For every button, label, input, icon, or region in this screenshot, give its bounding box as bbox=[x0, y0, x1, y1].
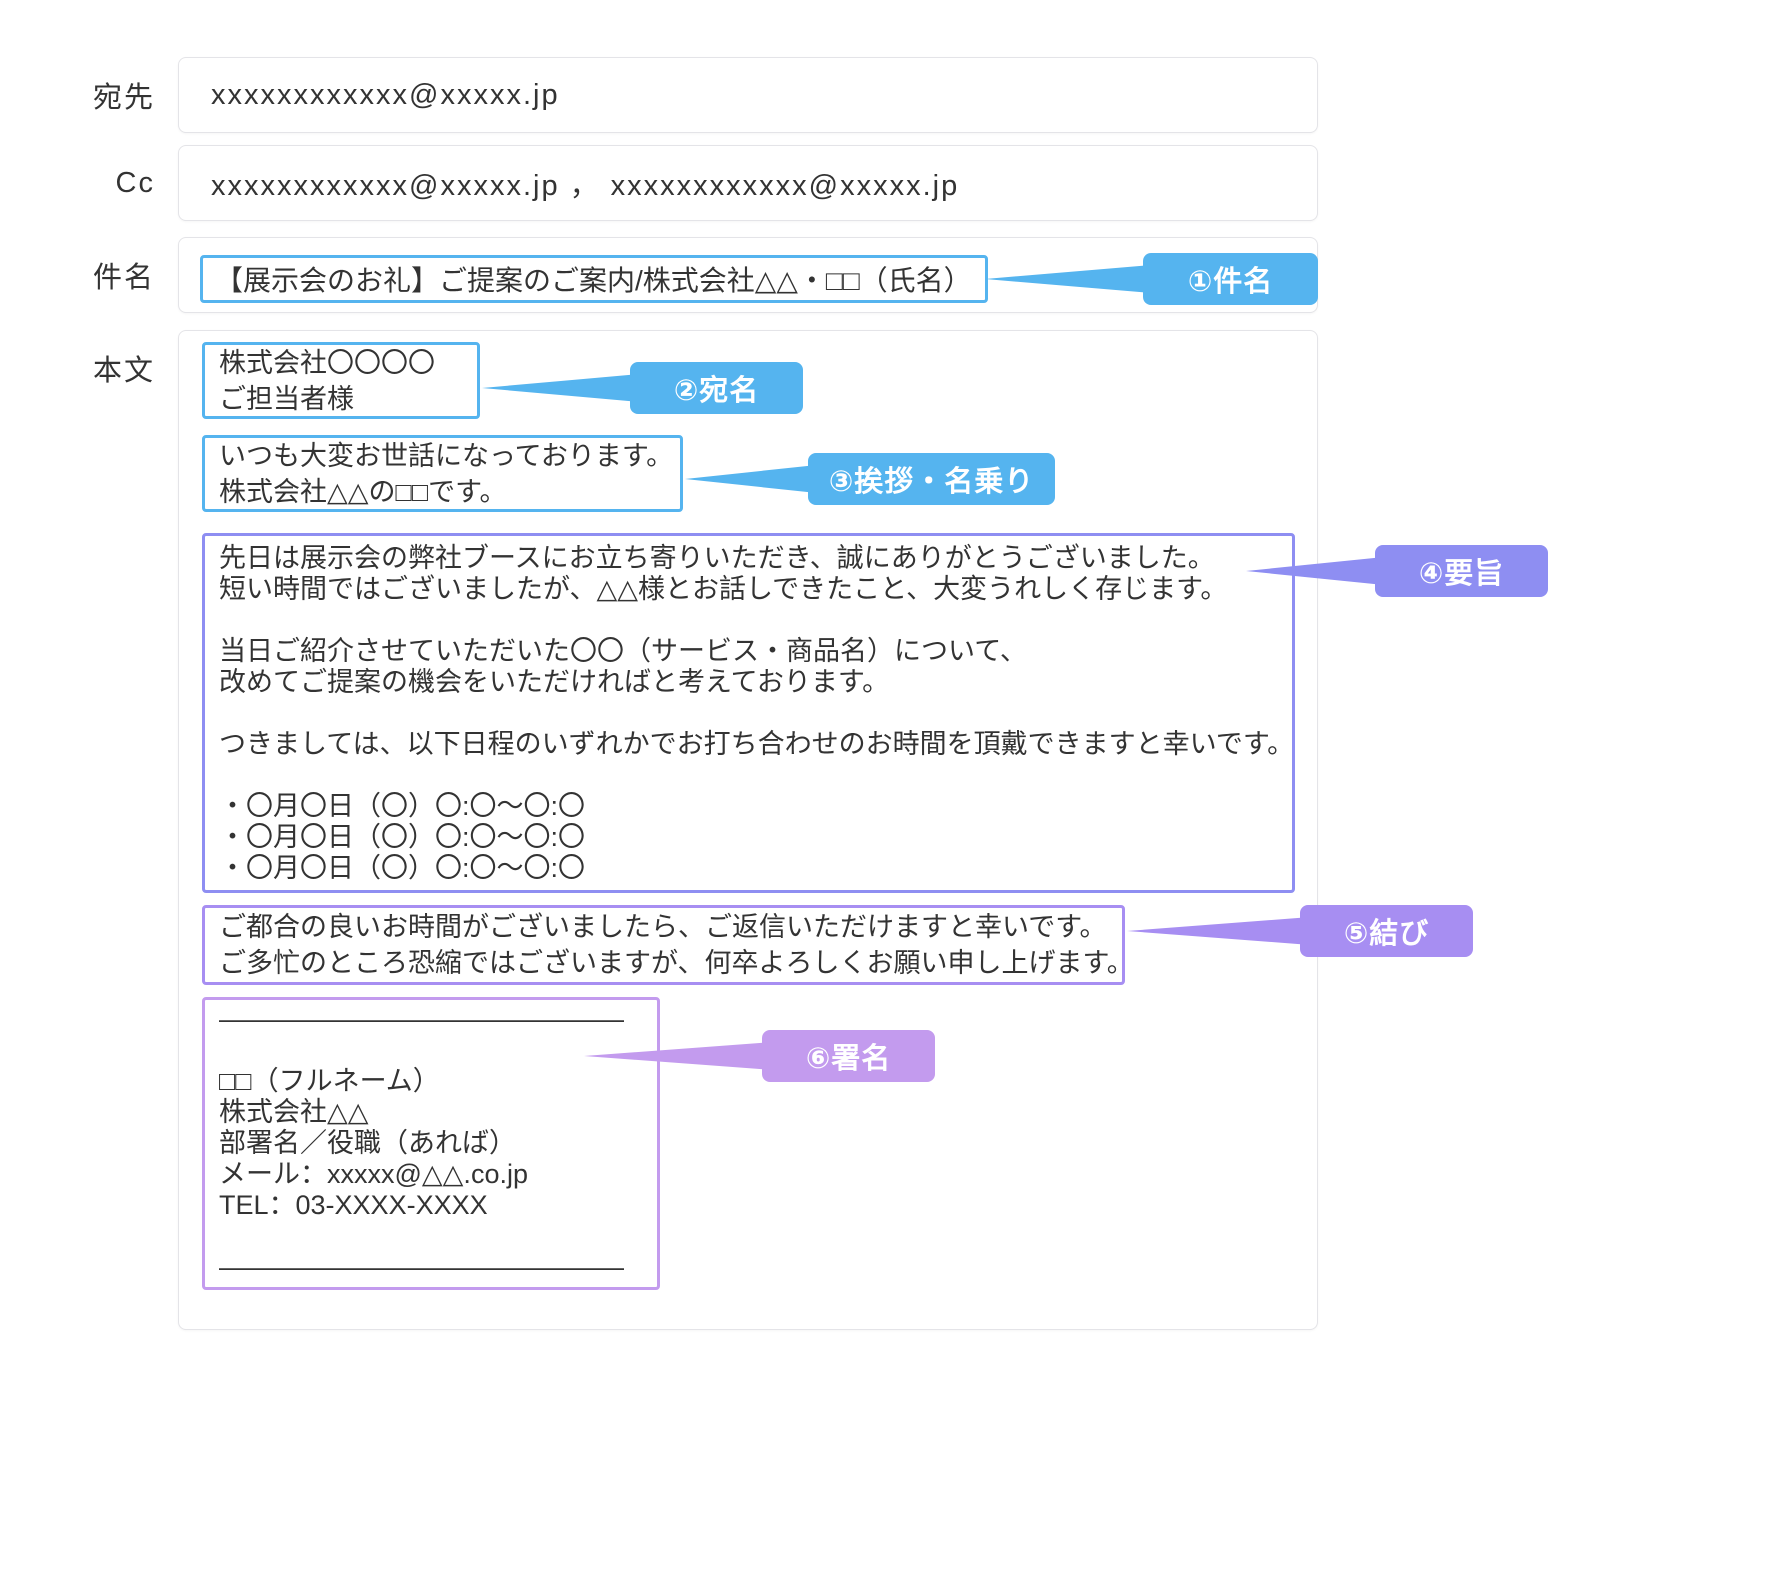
text-line: ご担当者様 bbox=[219, 383, 354, 414]
subject-label: 件名 bbox=[92, 262, 155, 294]
text-line bbox=[219, 605, 1278, 636]
recipient-block: 株式会社〇〇〇〇ご担当者様 bbox=[202, 342, 480, 419]
text-line: ご多忙のところ恐縮ではございますが、何卒よろしくお願い申し上げます。 bbox=[219, 948, 1134, 978]
text-line: 部署名／役職（あれば） bbox=[219, 1128, 516, 1158]
text-line: TEL：03-XXXX-XXXX bbox=[219, 1190, 488, 1220]
text-line bbox=[219, 1035, 643, 1066]
text-line: □□（フルネーム） bbox=[219, 1066, 440, 1096]
greeting-block: いつも大変お世話になっております。株式会社△△の□□です。 bbox=[202, 435, 683, 512]
cc-value: xxxxxxxxxxxx@xxxxx.jp ， xxxxxxxxxxxx@xxx… bbox=[211, 170, 960, 202]
closing-block: ご都合の良いお時間がございましたら、ご返信いただけますと幸いです。ご多忙のところ… bbox=[202, 905, 1134, 985]
text-line: ご都合の良いお時間がございましたら、ご返信いただけますと幸いです。 bbox=[219, 912, 1107, 942]
text-line: 株式会社△△ bbox=[219, 1097, 369, 1127]
annotation-summary: ④要旨 bbox=[1375, 545, 1548, 597]
to-input[interactable]: xxxxxxxxxxxx@xxxxx.jp bbox=[178, 57, 1318, 133]
annotation-signature: ⑥署名 bbox=[762, 1030, 935, 1082]
text-line bbox=[219, 698, 1278, 729]
text-line: つきましては、以下日程のいずれかでお打ち合わせのお時間を頂戴できますと幸いです。 bbox=[219, 728, 1295, 759]
summary-block: 先日は展示会の弊社ブースにお立ち寄りいただき、誠にありがとうございました。短い時… bbox=[202, 533, 1295, 893]
text-line: 当日ご紹介させていただいた〇〇（サービス・商品名）について、 bbox=[219, 635, 1027, 666]
cc-input[interactable]: xxxxxxxxxxxx@xxxxx.jp ， xxxxxxxxxxxx@xxx… bbox=[178, 145, 1318, 221]
text-line: ——————————————— bbox=[219, 1004, 624, 1034]
cc-label: Cc bbox=[115, 166, 155, 199]
text-line: ・〇月〇日（〇）〇:〇～〇:〇 bbox=[219, 790, 586, 821]
text-line: 株式会社△△の□□です。 bbox=[219, 476, 507, 507]
text-line: 短い時間ではございましたが、△△様とお話しできたこと、大変うれしく存じます。 bbox=[219, 573, 1228, 604]
signature-block: ——————————————— □□（フルネーム）株式会社△△部署名／役職（あれば… bbox=[202, 997, 660, 1290]
text-line: メール：xxxxx@△△.co.jp bbox=[219, 1159, 528, 1189]
to-value: xxxxxxxxxxxx@xxxxx.jp bbox=[211, 78, 560, 111]
text-line: ——————————————— bbox=[219, 1252, 624, 1282]
subject-value: 【展示会のお礼】ご提案のご案内/株式会社△△・□□（氏名） bbox=[215, 265, 972, 296]
annotation-greeting: ③挨拶・名乗り bbox=[808, 453, 1055, 505]
text-line: 改めてご提案の機会をいただければと考えております。 bbox=[219, 666, 890, 697]
text-line: いつも大変お世話になっております。 bbox=[219, 440, 674, 471]
text-line: ・〇月〇日（〇）〇:〇～〇:〇 bbox=[219, 821, 586, 852]
text-line: 株式会社〇〇〇〇 bbox=[219, 347, 435, 378]
text-line: 先日は展示会の弊社ブースにお立ち寄りいただき、誠にありがとうございました。 bbox=[219, 542, 1215, 573]
annotation-subject: ①件名 bbox=[1143, 253, 1318, 305]
body-label: 本文 bbox=[92, 355, 155, 387]
text-line bbox=[219, 1221, 643, 1252]
text-line bbox=[219, 760, 1278, 791]
annotation-recipient: ②宛名 bbox=[630, 362, 803, 414]
text-line: ・〇月〇日（〇）〇:〇～〇:〇 bbox=[219, 852, 586, 883]
subject-highlight-box: 【展示会のお礼】ご提案のご案内/株式会社△△・□□（氏名） bbox=[200, 255, 988, 303]
to-label: 宛先 bbox=[92, 82, 155, 114]
annotation-closing: ⑤結び bbox=[1300, 905, 1473, 957]
